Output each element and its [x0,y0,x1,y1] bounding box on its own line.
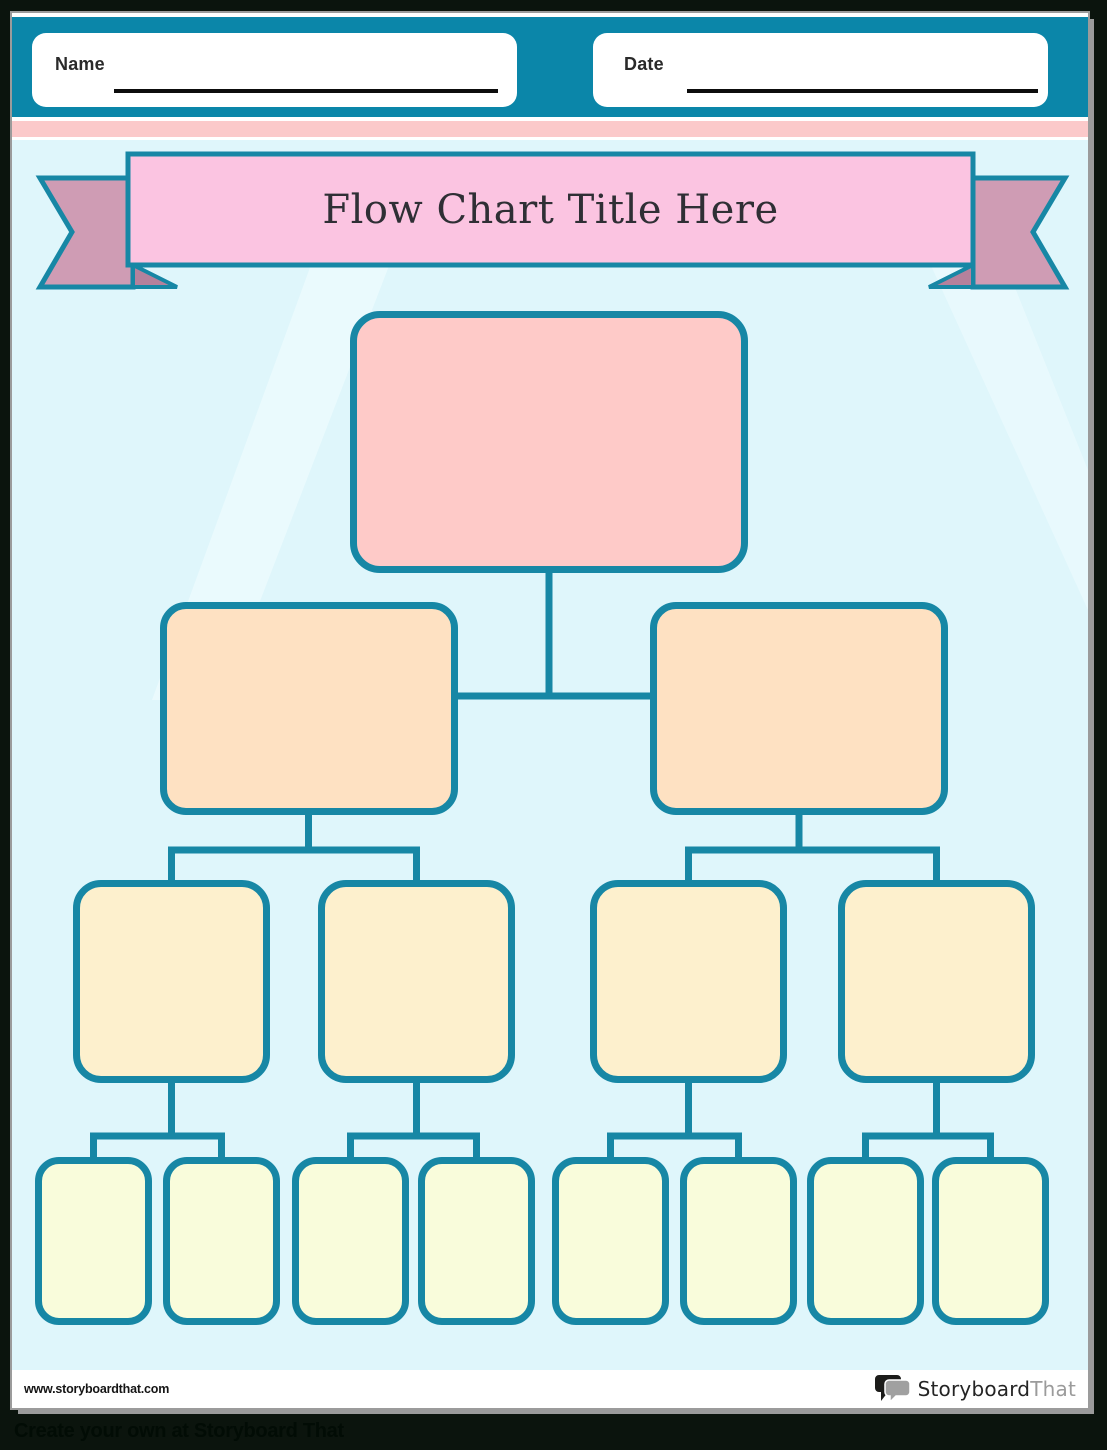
date-label: Date [624,54,664,74]
website-url: www.storyboardthat.com [24,1382,170,1396]
connector-l3a-l4 [90,1083,225,1157]
flow-node-l4-8[interactable] [932,1157,1049,1325]
name-label: Name [55,54,105,74]
ribbon-left-fold [131,261,178,289]
connector-lines [90,568,994,1157]
flow-chart-title: Flow Chart Title Here [322,186,779,233]
flow-node-l4-2[interactable] [163,1157,280,1325]
flow-node-l2-2[interactable] [650,602,948,815]
ribbon-and-connectors [35,151,1070,1157]
ribbon-left-tail [35,175,136,290]
flow-node-l4-1[interactable] [35,1157,152,1325]
connector-l2a-l3 [168,815,420,880]
pink-divider-stripe [12,121,1088,137]
flow-node-l4-7[interactable] [807,1157,924,1325]
connector-l3d-l4 [862,1083,994,1157]
flow-node-l3-1[interactable] [73,880,270,1083]
title-banner [125,151,976,268]
bottom-bar: Create your own at Storyboard That [0,1413,1107,1450]
connector-root-l2 [457,568,650,700]
flow-node-l3-2[interactable] [318,880,515,1083]
ribbon-right-tail [970,175,1070,290]
flow-node-l4-3[interactable] [292,1157,409,1325]
flow-node-l4-4[interactable] [418,1157,535,1325]
flow-node-l4-5[interactable] [552,1157,669,1325]
date-write-line[interactable] [687,89,1038,93]
flowchart-sheet: Flow Chart Title Here [12,140,1088,1370]
flow-node-l3-3[interactable] [590,880,787,1083]
logo-text: StoryboardThat [918,1377,1076,1401]
date-field[interactable]: Date [593,33,1048,107]
page-footer: www.storyboardthat.com StoryboardThat [12,1370,1088,1408]
ribbon-right-fold [928,261,975,289]
connector-l3b-l4 [347,1083,480,1157]
storyboardthat-logo: StoryboardThat [874,1374,1076,1404]
logo-that: That [1030,1377,1076,1401]
header-band: Name Date [12,17,1088,117]
name-field[interactable]: Name [32,33,517,107]
flow-node-l4-6[interactable] [680,1157,797,1325]
worksheet-page: Name Date [12,13,1088,1408]
logo-storyboard: Storyboard [917,1377,1031,1401]
bottom-bar-text[interactable]: Create your own at Storyboard That [14,1420,344,1442]
flow-node-l2-1[interactable] [160,602,458,815]
connector-l3c-l4 [607,1083,742,1157]
name-write-line[interactable] [114,89,498,93]
flow-node-root[interactable] [350,311,748,573]
speech-bubbles-icon [874,1375,911,1404]
connector-l2b-l3 [685,815,940,880]
flow-node-l3-4[interactable] [838,880,1035,1083]
